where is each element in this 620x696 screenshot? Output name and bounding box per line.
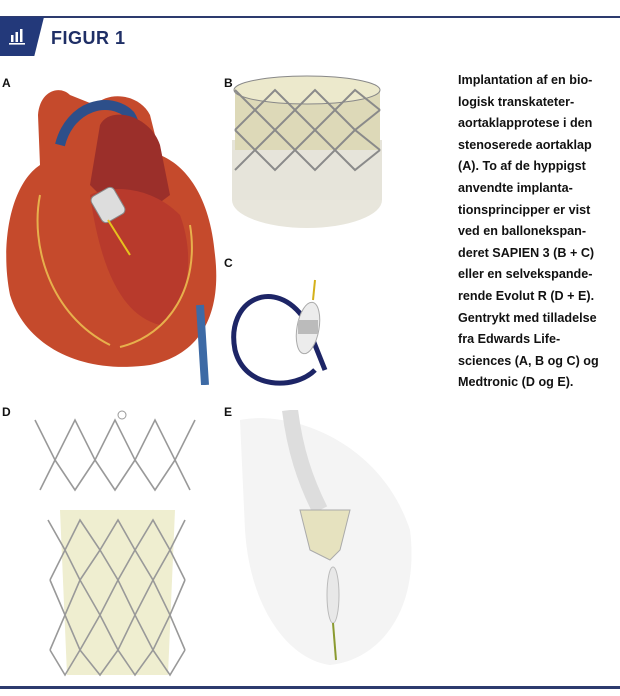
panel-label-b: B xyxy=(224,76,233,90)
caption-line: deret SAPIEN 3 (B + C) xyxy=(458,245,595,260)
panel-label-c: C xyxy=(224,256,233,270)
evolut-implant-image xyxy=(240,410,412,665)
panel-label-a: A xyxy=(2,76,11,90)
caption-line: aortaklapprotese i den xyxy=(458,116,593,131)
caption-line: logisk transkateter- xyxy=(458,94,575,109)
figure-badge xyxy=(0,17,44,56)
figure-title: FIGUR 1 xyxy=(51,28,126,48)
caption-line: eller en selvekspande- xyxy=(458,267,593,282)
caption-line: stenoserede aortaklap xyxy=(458,137,592,152)
catheter-image xyxy=(231,279,328,386)
caption-line: Medtronic (D og E). xyxy=(458,375,574,390)
caption-line: ved en ballonekspan- xyxy=(458,224,587,239)
caption-line: rende Evolut R (D + E). xyxy=(458,288,595,303)
caption-line: fra Edwards Life- xyxy=(458,332,561,347)
bar-chart-icon xyxy=(9,29,25,45)
evolut-stent-image xyxy=(34,410,196,677)
panel-label-d: D xyxy=(2,405,11,419)
caption-line: tionsprincipper er vist xyxy=(458,202,591,217)
heart-illustration xyxy=(6,90,217,385)
caption-line: (A). To af de hyppigst xyxy=(458,159,586,174)
caption-line: sciences (A, B og C) og xyxy=(458,353,599,368)
panel-label-e: E xyxy=(224,405,233,419)
caption-line: Implantation af en bio- xyxy=(458,73,593,87)
top-rule xyxy=(0,16,620,18)
caption-line: anvendte implanta- xyxy=(458,180,573,195)
figure-caption: Implantation af en bio- logisk transkate… xyxy=(458,70,618,394)
caption-line: Gentrykt med tilladelse xyxy=(458,310,597,325)
sapien-valve-image xyxy=(232,75,382,228)
bottom-rule xyxy=(0,686,620,689)
